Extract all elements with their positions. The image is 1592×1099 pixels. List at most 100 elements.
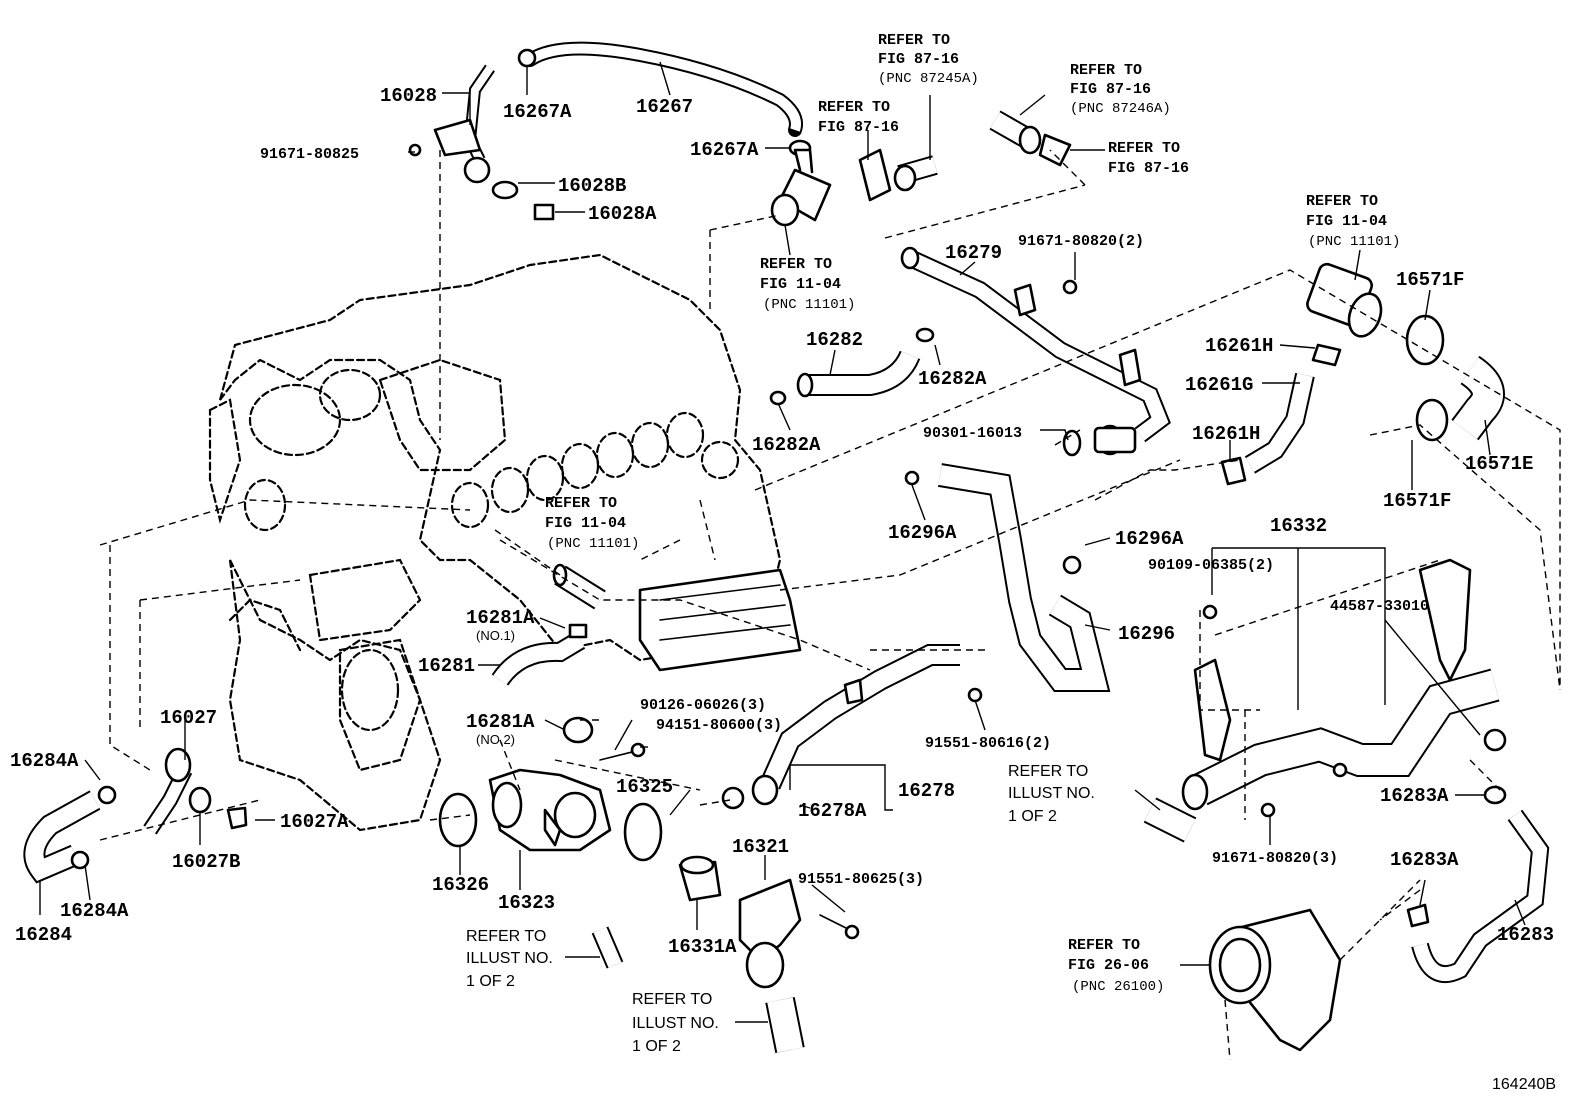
pipe-16278 — [721, 644, 983, 810]
svg-text:REFER TO: REFER TO — [466, 928, 546, 945]
hose-16282 — [769, 327, 935, 406]
label-16323[interactable]: 16323 — [498, 892, 555, 914]
label-16332[interactable]: 16332 — [1270, 515, 1327, 537]
label-16283A-low[interactable]: 16283A — [1390, 849, 1459, 871]
illust-ref-left: REFER TO ILLUST NO. 1 OF 2 — [466, 928, 553, 990]
label-16278A[interactable]: 16278A — [798, 800, 867, 822]
svg-text:(PNC 87246A): (PNC 87246A) — [1070, 101, 1171, 117]
label-16296[interactable]: 16296 — [1118, 623, 1175, 645]
label-90126-06026[interactable]: 90126-06026(3) — [640, 697, 766, 714]
label-16283[interactable]: 16283 — [1497, 924, 1554, 946]
label-16284[interactable]: 16284 — [15, 924, 72, 946]
hose-stubs-top — [858, 110, 1072, 202]
label-16261H-top[interactable]: 16261H — [1205, 335, 1273, 357]
ref-fig-87-16-a: REFER TO FIG 87-16 — [818, 99, 899, 136]
water-outlet-fitting — [770, 148, 832, 227]
refer-to-notes: REFER TO FIG 87-16 (PNC 87245A) REFER TO… — [466, 32, 1400, 1055]
oil-cooler — [552, 563, 802, 672]
svg-text:(PNC 11101): (PNC 11101) — [763, 297, 855, 313]
label-16296A-left[interactable]: 16296A — [888, 522, 957, 544]
label-16267[interactable]: 16267 — [636, 96, 693, 118]
part-labels: 16028 16267A 16267 16267A 91671-80825 16… — [10, 85, 1554, 958]
svg-text:FIG 26-06: FIG 26-06 — [1068, 957, 1149, 974]
thermostat-16331A — [678, 855, 722, 902]
throttle-body — [1208, 908, 1342, 1052]
hose-16261G — [1220, 343, 1342, 486]
svg-text:1 OF 2: 1 OF 2 — [1008, 808, 1057, 825]
label-16282A-right[interactable]: 16282A — [918, 368, 987, 390]
label-16281A-no1[interactable]: 16281A — [466, 607, 535, 629]
label-16261G[interactable]: 16261G — [1185, 374, 1253, 396]
label-91671-80820-2[interactable]: 91671-80820(2) — [1018, 233, 1144, 250]
svg-text:FIG 11-04: FIG 11-04 — [760, 276, 841, 293]
svg-text:FIG 11-04: FIG 11-04 — [1306, 213, 1387, 230]
hose-16284 — [23, 785, 117, 884]
note-no2: (NO.2) — [476, 732, 515, 747]
label-16261H-low[interactable]: 16261H — [1192, 423, 1260, 445]
dashed-guide-lines — [99, 149, 1561, 1061]
label-16283A-top[interactable]: 16283A — [1380, 785, 1449, 807]
label-16279[interactable]: 16279 — [945, 242, 1002, 264]
svg-text:ILLUST NO.: ILLUST NO. — [466, 950, 553, 967]
svg-text:REFER TO: REFER TO — [545, 495, 617, 512]
label-16281A-no2[interactable]: 16281A — [466, 711, 535, 733]
thermostat-housing — [438, 742, 663, 862]
label-16281[interactable]: 16281 — [418, 655, 475, 677]
label-90109-06385[interactable]: 90109-06385(2) — [1148, 557, 1274, 574]
svg-text:FIG 87-16: FIG 87-16 — [818, 119, 899, 136]
label-16027[interactable]: 16027 — [160, 707, 217, 729]
hose-16283 — [1406, 785, 1550, 983]
svg-text:REFER TO: REFER TO — [1068, 937, 1140, 954]
svg-text:FIG 87-16: FIG 87-16 — [878, 51, 959, 68]
hose-16281 — [491, 623, 594, 744]
label-16282A-left[interactable]: 16282A — [752, 434, 821, 456]
water-inlet-16321 — [738, 878, 860, 989]
ref-fig-11-04-right: REFER TO FIG 11-04 (PNC 11101) — [1306, 193, 1400, 250]
label-91671-80825[interactable]: 91671-80825 — [260, 146, 359, 163]
label-91551-80616[interactable]: 91551-80616(2) — [925, 735, 1051, 752]
label-91671-80820-3[interactable]: 91671-80820(3) — [1212, 850, 1338, 867]
label-16267A-top[interactable]: 16267A — [503, 101, 572, 123]
label-16571F-low[interactable]: 16571F — [1383, 490, 1451, 512]
label-16296A-right[interactable]: 16296A — [1115, 528, 1184, 550]
label-16282[interactable]: 16282 — [806, 329, 863, 351]
svg-text:REFER TO: REFER TO — [1306, 193, 1378, 210]
label-16326[interactable]: 16326 — [432, 874, 489, 896]
label-16284A-low[interactable]: 16284A — [60, 900, 129, 922]
label-90301-16013[interactable]: 90301-16013 — [923, 425, 1022, 442]
label-16321[interactable]: 16321 — [732, 836, 789, 858]
label-16028B[interactable]: 16028B — [558, 175, 626, 197]
svg-text:REFER TO: REFER TO — [1108, 140, 1180, 157]
label-16027A[interactable]: 16027A — [280, 811, 349, 833]
label-16325[interactable]: 16325 — [616, 776, 673, 798]
svg-text:FIG 87-16: FIG 87-16 — [1108, 160, 1189, 177]
ref-fig-87-16-b: REFER TO FIG 87-16 — [1108, 140, 1189, 177]
label-16571F-top[interactable]: 16571F — [1396, 269, 1464, 291]
label-16027B[interactable]: 16027B — [172, 851, 240, 873]
label-94151-80600[interactable]: 94151-80600(3) — [656, 717, 782, 734]
label-16028A[interactable]: 16028A — [588, 203, 657, 225]
clamps-top — [408, 48, 812, 221]
pipe-16279 — [900, 246, 1171, 456]
svg-text:(PNC 11101): (PNC 11101) — [1308, 234, 1400, 250]
label-16267A-mid[interactable]: 16267A — [690, 139, 759, 161]
label-16278[interactable]: 16278 — [898, 780, 955, 802]
label-16028[interactable]: 16028 — [380, 85, 437, 107]
label-44587-33010[interactable]: 44587-33010 — [1330, 598, 1429, 615]
svg-text:REFER TO: REFER TO — [1070, 62, 1142, 79]
svg-text:1 OF 2: 1 OF 2 — [632, 1038, 681, 1055]
label-16284A-top[interactable]: 16284A — [10, 750, 79, 772]
svg-text:REFER TO: REFER TO — [632, 991, 712, 1008]
label-16331A[interactable]: 16331A — [668, 936, 737, 958]
svg-text:FIG 11-04: FIG 11-04 — [545, 515, 626, 532]
label-91551-80625[interactable]: 91551-80625(3) — [798, 871, 924, 888]
svg-text:(PNC 26100): (PNC 26100) — [1072, 979, 1164, 995]
label-16571E[interactable]: 16571E — [1465, 453, 1533, 475]
hose-16571 — [1306, 262, 1505, 442]
hose-16028-pipe — [433, 64, 495, 184]
hose-16296 — [904, 429, 1111, 692]
svg-text:REFER TO: REFER TO — [818, 99, 890, 116]
svg-text:FIG 87-16: FIG 87-16 — [1070, 81, 1151, 98]
